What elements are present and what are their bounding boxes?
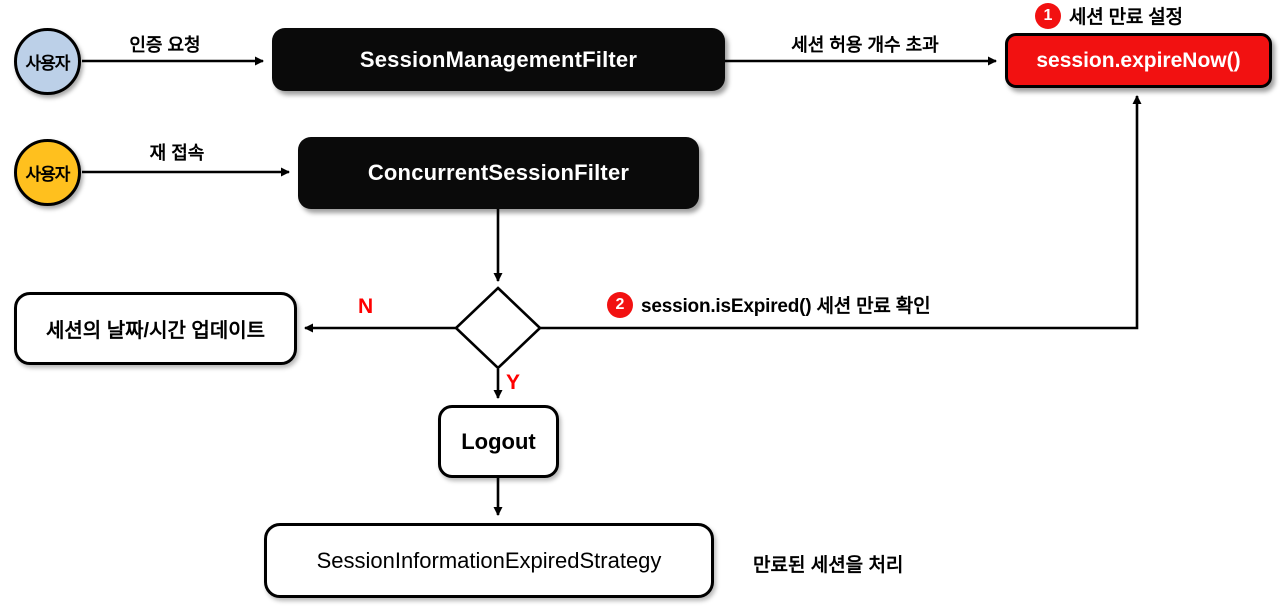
step2-badge-icon: 2 bbox=[607, 291, 633, 318]
actor-auth-user-label: 사용자 bbox=[25, 54, 71, 73]
step1-badge-icon: 1 bbox=[1035, 2, 1061, 29]
node-update-session-datetime: 세션의 날짜/시간 업데이트 bbox=[14, 292, 297, 365]
concurrent-session-filter-label: ConcurrentSessionFilter bbox=[367, 160, 630, 185]
step1-text: 세션 만료 설정 bbox=[1069, 7, 1183, 28]
actor-auth-user: 사용자 bbox=[14, 28, 81, 95]
session-expire-now-label: session.expireNow() bbox=[1036, 48, 1241, 72]
annotation-step1: 1 세션 만료 설정 bbox=[1035, 2, 1183, 29]
actor-reconnect-user-label: 사용자 bbox=[25, 165, 71, 184]
arrow-decision-to-expire bbox=[540, 95, 1142, 330]
step2-text: session.isExpired() 세션 만료 확인 bbox=[641, 296, 931, 317]
logout-label: Logout bbox=[461, 428, 536, 454]
decision-diamond bbox=[454, 286, 542, 370]
session-information-expired-strategy-label: SessionInformationExpiredStrategy bbox=[316, 547, 662, 573]
node-session-management-filter: SessionManagementFilter bbox=[272, 28, 725, 91]
actor-reconnect-user: 사용자 bbox=[14, 139, 81, 206]
branch-label-no: N bbox=[358, 295, 374, 318]
node-logout: Logout bbox=[438, 405, 559, 478]
strategy-note: 만료된 세션을 처리 bbox=[753, 555, 904, 576]
update-session-datetime-label: 세션의 날짜/시간 업데이트 bbox=[45, 320, 266, 342]
node-session-information-expired-strategy: SessionInformationExpiredStrategy bbox=[264, 523, 714, 598]
branch-label-yes: Y bbox=[506, 371, 521, 394]
session-management-filter-label: SessionManagementFilter bbox=[359, 46, 638, 72]
node-concurrent-session-filter: ConcurrentSessionFilter bbox=[298, 137, 699, 209]
annotation-step2: 2 session.isExpired() 세션 만료 확인 bbox=[607, 291, 931, 318]
edge-label-limit-exceeded: 세션 허용 개수 초과 bbox=[791, 35, 939, 55]
edge-label-auth-request: 인증 요청 bbox=[129, 35, 201, 55]
edge-label-reconnect: 재 접속 bbox=[149, 143, 205, 163]
node-session-expire-now: session.expireNow() bbox=[1005, 33, 1272, 88]
